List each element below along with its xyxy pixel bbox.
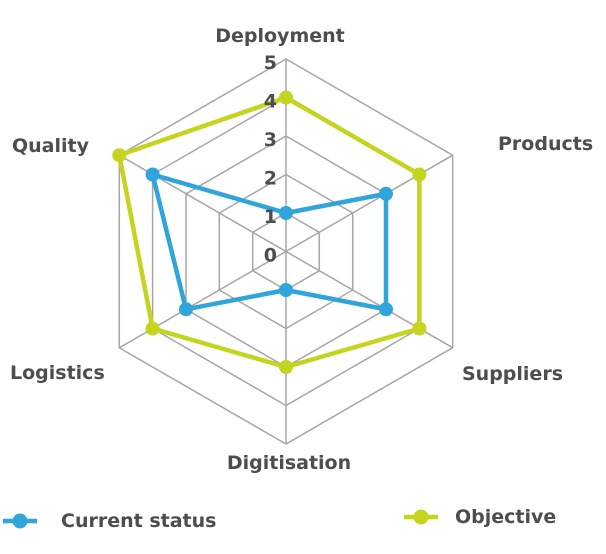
- series-current-status: [145, 167, 393, 317]
- point-objective-digitisation: [279, 360, 293, 374]
- point-current-status-logistics: [179, 302, 193, 317]
- tick-label-4: 4: [264, 91, 277, 113]
- tick-label-3: 3: [264, 129, 277, 151]
- tick-label-5: 5: [264, 52, 277, 74]
- legend-label-current-status: Current status: [61, 510, 217, 532]
- point-objective-deployment: [279, 90, 293, 105]
- axis-spoke-suppliers: [285, 250, 454, 349]
- point-objective-logistics: [145, 321, 160, 336]
- point-current-status-digitisation: [279, 283, 293, 297]
- legend-item-current-status: Current status: [2, 510, 216, 532]
- axis-label-logistics: Logistics: [10, 362, 105, 384]
- legend-dot: [12, 513, 28, 529]
- point-current-status-suppliers: [379, 302, 393, 317]
- point-objective-products: [412, 167, 427, 182]
- point-current-status-deployment: [279, 206, 293, 220]
- legend-label-objective: Objective: [455, 506, 557, 528]
- legend-dot: [413, 509, 429, 525]
- current-status-marker-icon: [3, 513, 37, 529]
- tick-label-1: 1: [264, 206, 277, 228]
- axis-label-deployment: Deployment: [215, 25, 345, 47]
- axis-label-suppliers: Suppliers: [462, 363, 563, 385]
- point-objective-suppliers: [412, 321, 427, 336]
- axis-label-products: Products: [498, 133, 593, 155]
- point-objective-quality: [112, 148, 127, 163]
- tick-label-2: 2: [264, 168, 277, 190]
- series-objective: [112, 90, 427, 374]
- tick-label-0: 0: [264, 245, 277, 267]
- axis-label-digitisation: Digitisation: [227, 452, 351, 474]
- axis-spoke-quality: [118, 154, 287, 253]
- point-current-status-quality: [145, 167, 160, 182]
- legend-item-objective: Objective: [403, 506, 556, 528]
- radar-grid: [118, 58, 454, 445]
- point-current-status-products: [379, 186, 393, 201]
- objective-marker-icon: [404, 509, 438, 525]
- axis-spoke-logistics: [118, 250, 287, 349]
- axis-spoke-products: [285, 154, 454, 253]
- axis-label-quality: Quality: [12, 135, 90, 157]
